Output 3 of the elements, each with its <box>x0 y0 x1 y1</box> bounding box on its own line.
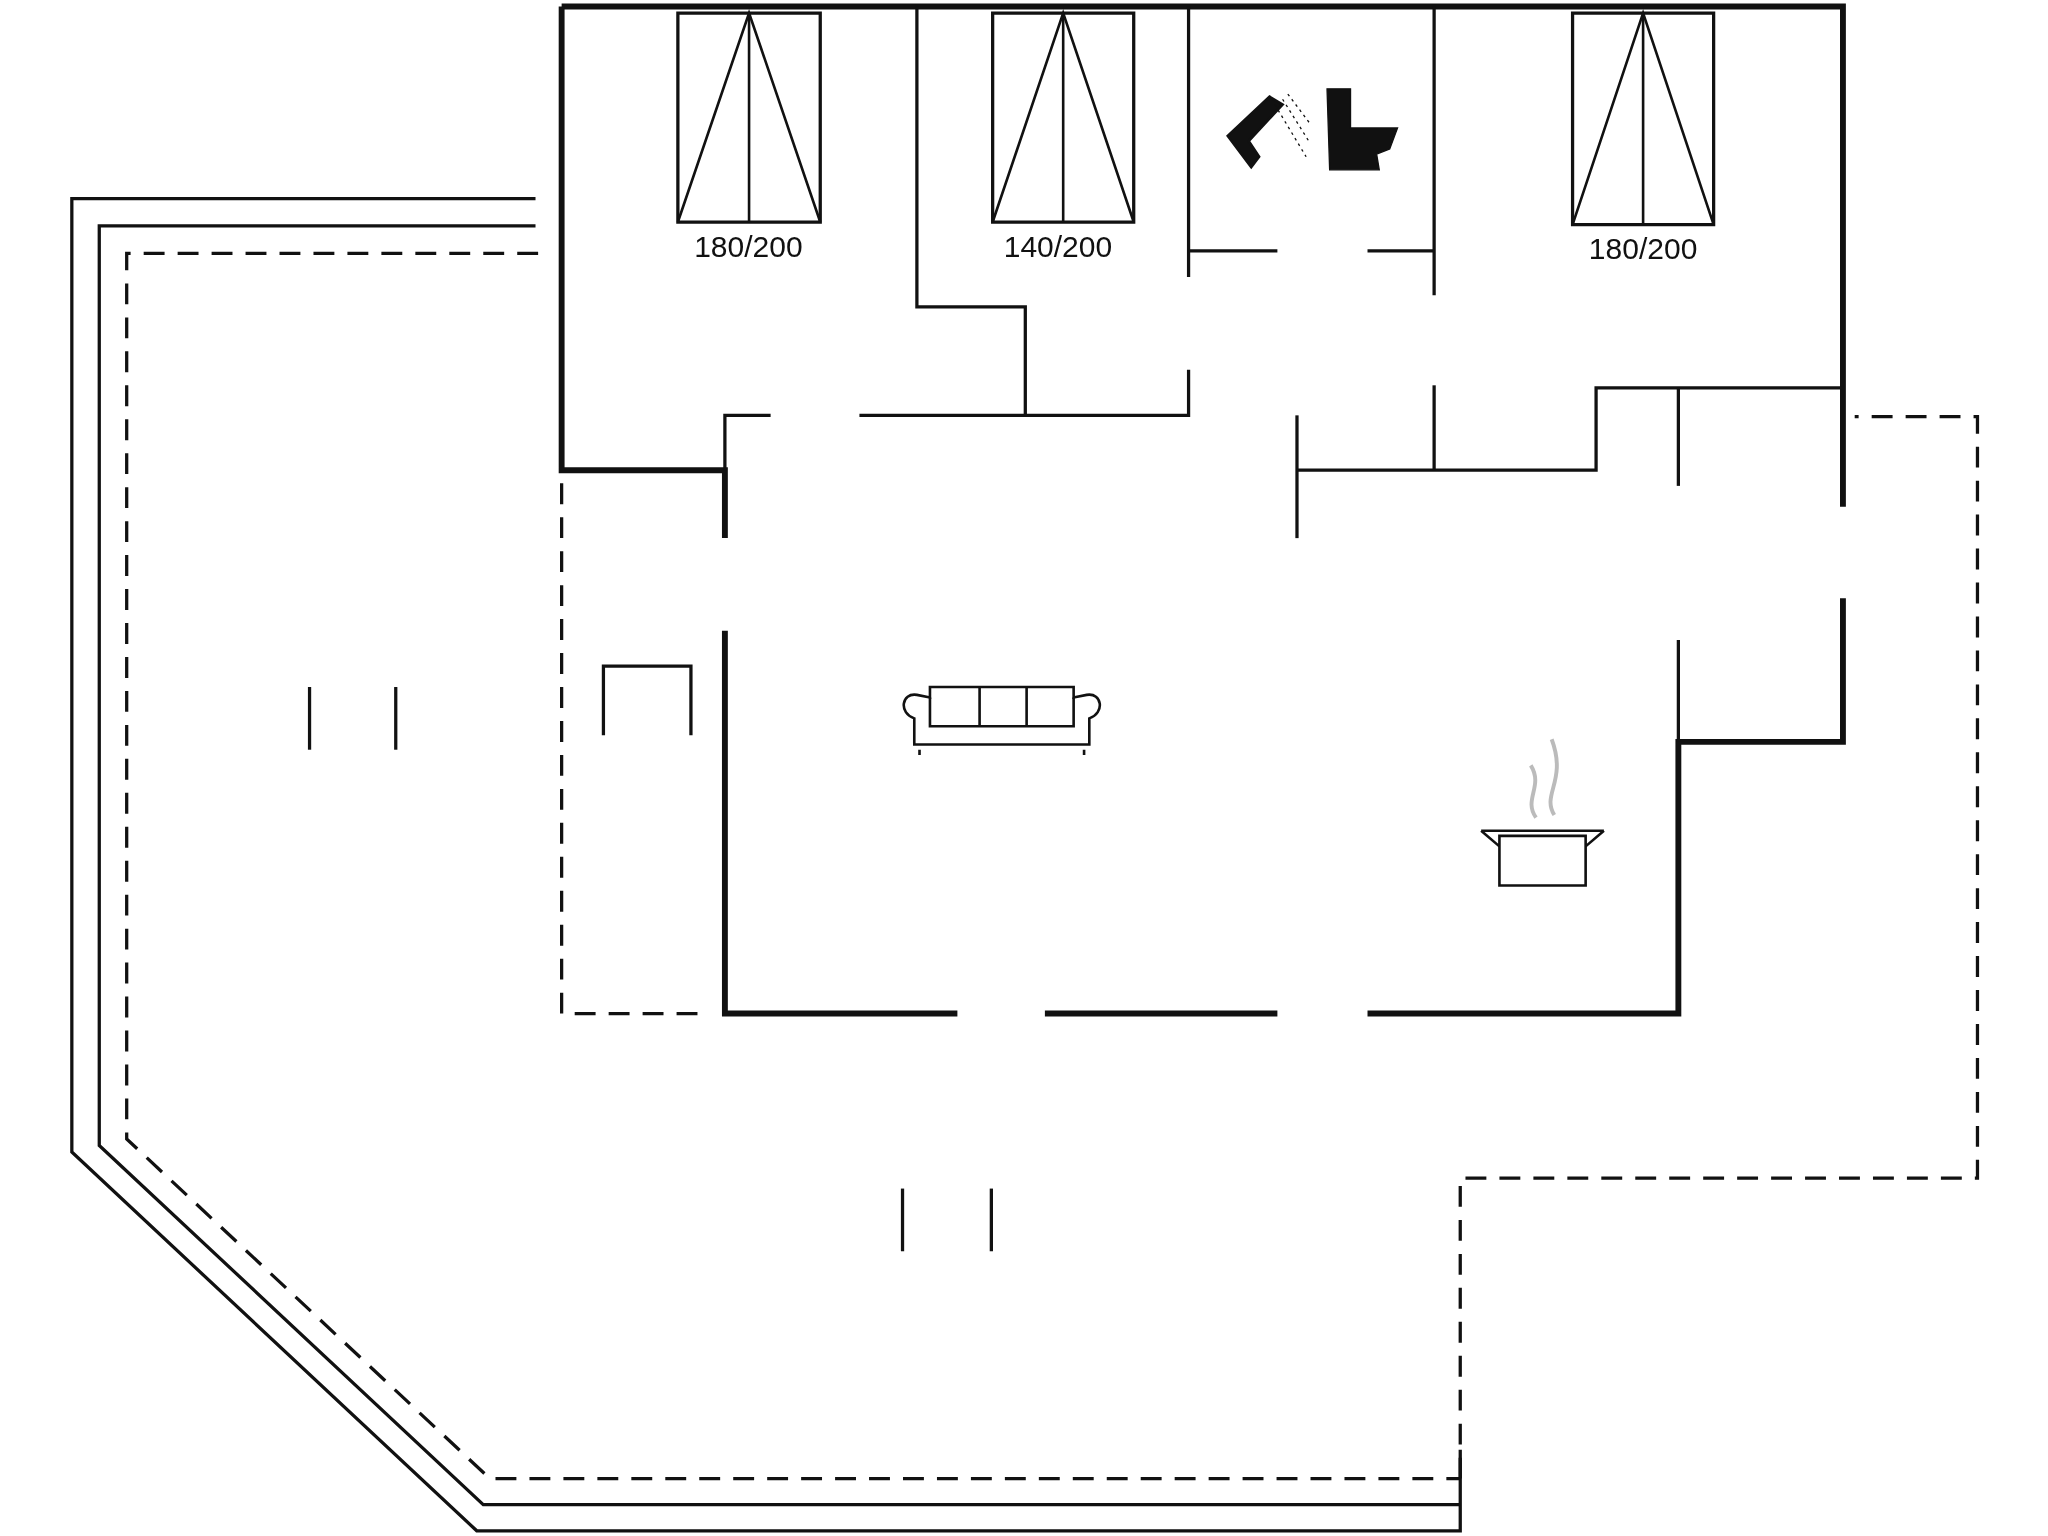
bed-size-label: 180/200 <box>1588 232 1698 267</box>
bed-size-label: 140/200 <box>1003 229 1113 264</box>
bed-size-label: 180/200 <box>694 229 803 264</box>
